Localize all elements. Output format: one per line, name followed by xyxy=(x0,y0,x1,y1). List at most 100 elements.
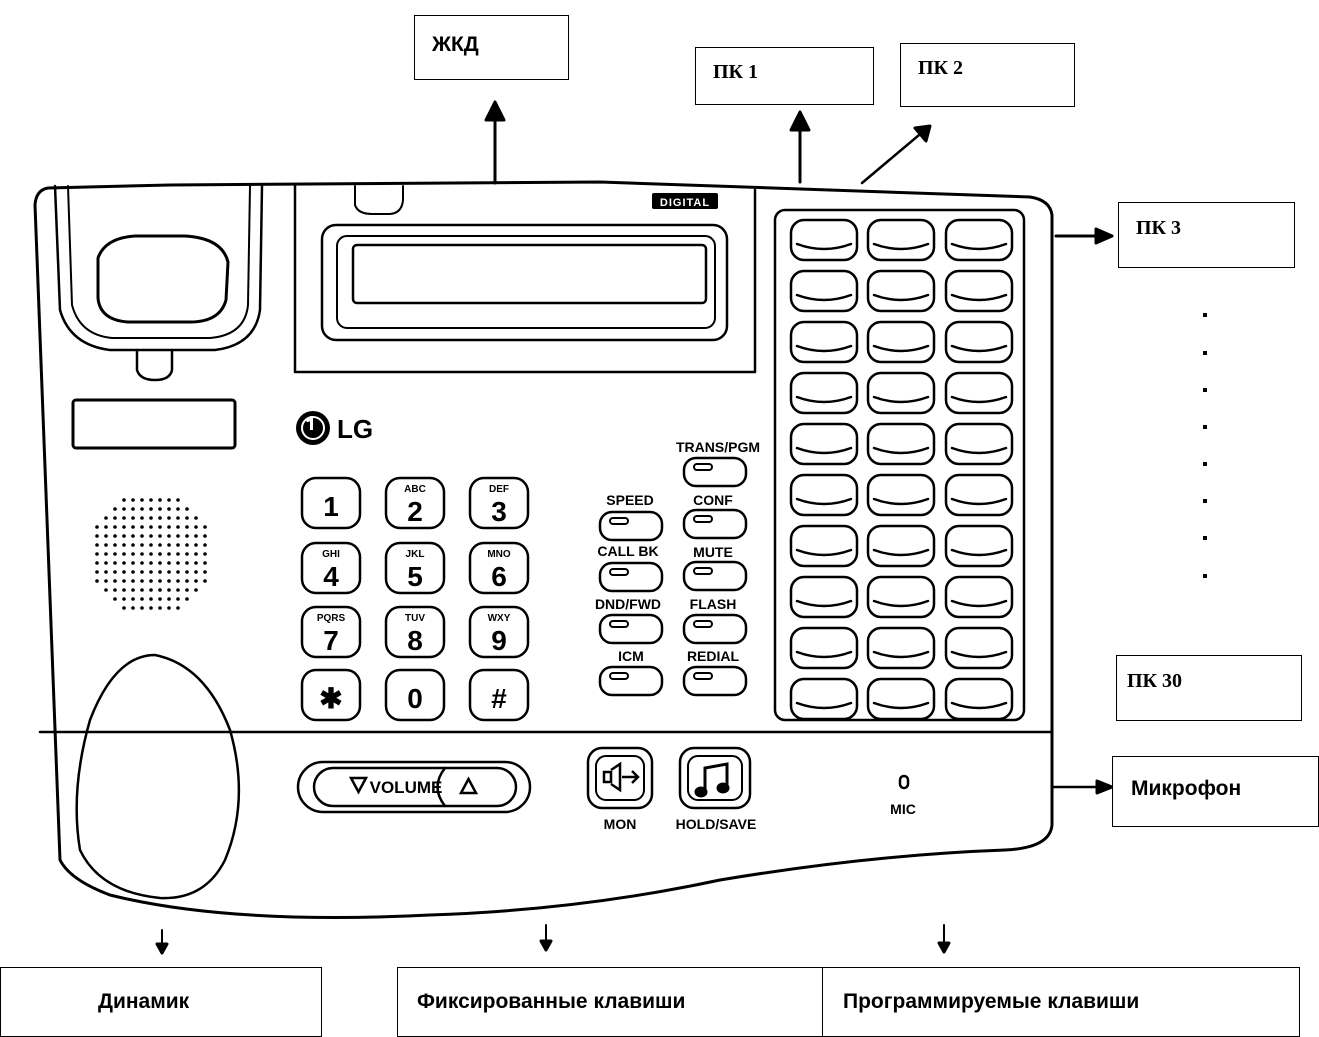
programmable-key[interactable] xyxy=(791,628,857,668)
programmable-key[interactable] xyxy=(868,577,934,617)
grille-dot xyxy=(140,588,144,592)
programmable-key[interactable] xyxy=(868,220,934,260)
function-key[interactable]: TRANS/PGM xyxy=(676,439,760,486)
led-indicator xyxy=(610,518,628,524)
programmable-key[interactable] xyxy=(868,271,934,311)
function-key-label: SPEED xyxy=(606,492,653,508)
grille-dot xyxy=(113,570,117,574)
grille-dot xyxy=(167,534,171,538)
grille-dot xyxy=(158,543,162,547)
grille-dot xyxy=(185,534,189,538)
grille-dot xyxy=(158,579,162,583)
function-key[interactable]: FLASH xyxy=(684,596,746,643)
programmable-key[interactable] xyxy=(946,271,1012,311)
programmable-key[interactable] xyxy=(791,322,857,362)
programmable-key[interactable] xyxy=(946,424,1012,464)
led-indicator xyxy=(610,621,628,627)
grille-dot xyxy=(149,606,153,610)
grille-dot xyxy=(95,534,99,538)
function-key[interactable]: MUTE xyxy=(684,544,746,590)
programmable-key[interactable] xyxy=(791,577,857,617)
function-key[interactable]: ICM xyxy=(600,648,662,695)
dial-key-digit: 6 xyxy=(491,561,507,592)
grille-dot xyxy=(158,597,162,601)
grille-dot xyxy=(185,525,189,529)
dial-key-0[interactable]: 0 xyxy=(386,670,444,720)
programmable-key[interactable] xyxy=(868,424,934,464)
programmable-key[interactable] xyxy=(946,322,1012,362)
grille-dot xyxy=(203,552,207,556)
programmable-key[interactable] xyxy=(946,220,1012,260)
grille-dot xyxy=(167,597,171,601)
programmable-key[interactable] xyxy=(791,679,857,719)
grille-dot xyxy=(185,579,189,583)
grille-dot xyxy=(140,561,144,565)
function-key[interactable]: REDIAL xyxy=(684,648,746,695)
grille-dot xyxy=(95,525,99,529)
grille-dot xyxy=(176,507,180,511)
grille-dot xyxy=(113,597,117,601)
programmable-key[interactable] xyxy=(868,373,934,413)
dial-key-1[interactable]: 1 xyxy=(302,478,360,528)
dial-key-✱[interactable]: ✱ xyxy=(302,670,360,720)
volume-down-icon xyxy=(351,778,366,792)
programmable-key[interactable] xyxy=(868,679,934,719)
grille-dot xyxy=(122,597,126,601)
grille-dot xyxy=(122,507,126,511)
callout-lcd: ЖКД xyxy=(414,15,569,80)
grille-dot xyxy=(185,597,189,601)
programmable-key[interactable] xyxy=(946,373,1012,413)
callout-speaker: Динамик xyxy=(0,967,322,1037)
programmable-key[interactable] xyxy=(791,475,857,515)
programmable-key[interactable] xyxy=(946,679,1012,719)
grille-dot xyxy=(176,570,180,574)
programmable-key[interactable] xyxy=(946,526,1012,566)
grille-dot xyxy=(140,516,144,520)
grille-dot xyxy=(113,516,117,520)
function-key[interactable]: SPEED xyxy=(600,492,662,540)
function-key[interactable]: DND/FWD xyxy=(595,596,662,643)
grille-dot xyxy=(203,570,207,574)
grille-dot xyxy=(167,507,171,511)
grille-dot xyxy=(131,561,135,565)
programmable-key[interactable] xyxy=(946,475,1012,515)
function-key-label: CONF xyxy=(693,492,733,508)
lcd-screen xyxy=(353,245,706,303)
programmable-key[interactable] xyxy=(791,220,857,260)
grille-dot xyxy=(122,588,126,592)
grille-dot xyxy=(149,534,153,538)
programmable-key[interactable] xyxy=(946,577,1012,617)
callout-lcd-text: ЖКД xyxy=(432,33,479,57)
grille-dot xyxy=(122,579,126,583)
grille-dot xyxy=(185,543,189,547)
programmable-key[interactable] xyxy=(868,475,934,515)
grille-dot xyxy=(203,561,207,565)
grille-dot xyxy=(167,579,171,583)
programmable-key[interactable] xyxy=(868,322,934,362)
programmable-key[interactable] xyxy=(791,373,857,413)
programmable-key[interactable] xyxy=(946,628,1012,668)
function-key[interactable]: CONF xyxy=(684,492,746,538)
grille-dot xyxy=(176,552,180,556)
programmable-key[interactable] xyxy=(791,271,857,311)
programmable-key[interactable] xyxy=(791,526,857,566)
programmable-key[interactable] xyxy=(791,424,857,464)
dial-key-letters: TUV xyxy=(405,613,425,624)
programmable-key[interactable] xyxy=(868,526,934,566)
speaker-oval xyxy=(77,655,239,898)
dial-key-letters: GHI xyxy=(322,549,340,560)
function-key[interactable]: CALL BK xyxy=(597,543,662,591)
grille-dot xyxy=(149,561,153,565)
dial-key-#[interactable]: # xyxy=(470,670,528,720)
grille-dot xyxy=(167,606,171,610)
programmable-key[interactable] xyxy=(868,628,934,668)
grille-dot xyxy=(104,579,108,583)
